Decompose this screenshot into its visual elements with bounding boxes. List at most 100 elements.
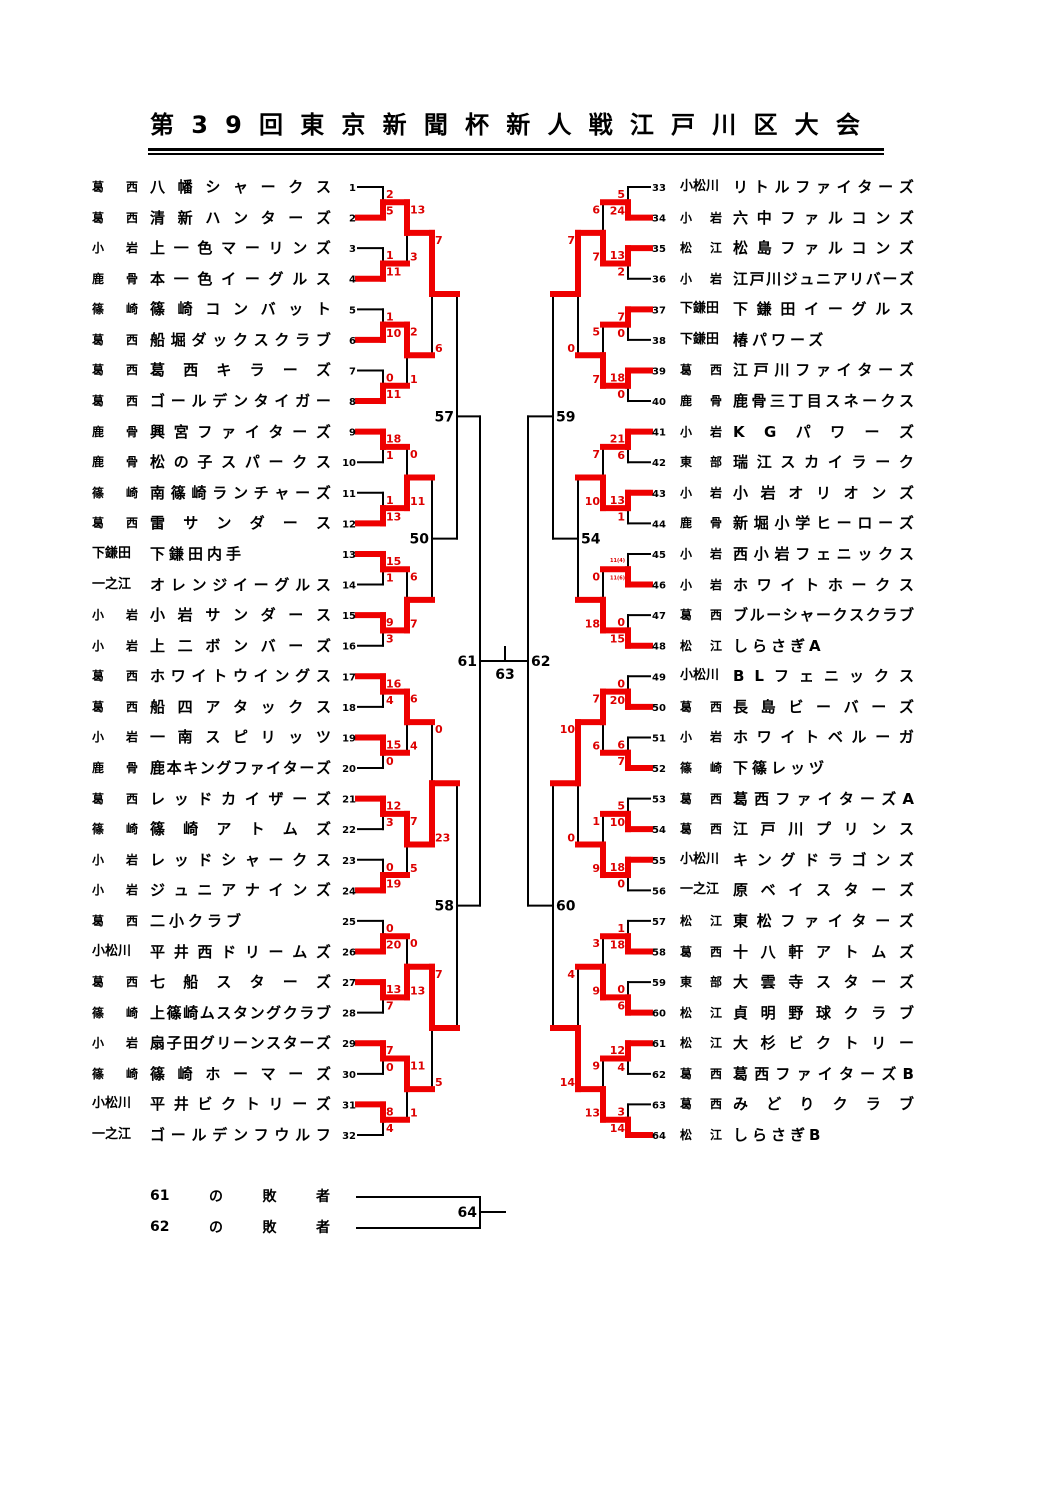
team-number: 12	[342, 519, 356, 530]
score-top: 13	[410, 203, 425, 216]
title-underline-thick	[148, 148, 884, 151]
team-region: 篠崎	[92, 302, 138, 317]
team-region: 一之江	[92, 576, 132, 592]
team-name: 八幡シャークス	[150, 178, 331, 196]
team-number: 20	[342, 764, 356, 775]
team-name: 葛西キラーズ	[150, 361, 331, 380]
score-bottom: 14	[560, 1076, 576, 1089]
team-name: 清新ハンターズ	[150, 208, 331, 227]
team-region: 一之江	[92, 1126, 132, 1142]
team-number: 30	[342, 1070, 356, 1081]
team-region: 葛西	[680, 699, 722, 714]
score-top: 6	[617, 738, 625, 751]
team-region: 葛西	[680, 791, 722, 806]
team-number: 59	[652, 978, 666, 989]
score-bottom: 9	[592, 984, 600, 997]
score-bottom: 18	[610, 939, 625, 952]
score-top: 21	[610, 433, 625, 446]
team-number: 55	[652, 856, 666, 867]
team-name: 六中ファルコンズ	[733, 208, 914, 227]
team-number: 9	[349, 428, 356, 439]
team-number: 37	[652, 305, 666, 316]
score-top: 7	[592, 693, 600, 706]
score-top: 5	[617, 188, 625, 201]
match-number: 50	[410, 532, 430, 548]
score-bottom: 0	[617, 877, 625, 890]
team-region: 小松川	[92, 943, 132, 959]
score-bottom: 24	[610, 205, 626, 218]
score-bottom: 4	[386, 1122, 394, 1135]
team-name: 椿パワーズ	[733, 330, 828, 349]
team-name: 江戸川ジュニアリバーズ	[733, 269, 914, 288]
team-name: 上篠崎ムスタングクラブ	[150, 1003, 331, 1022]
match-number: 59	[556, 409, 575, 425]
score-top: 0	[410, 937, 418, 950]
score-top: 7	[567, 234, 575, 247]
team-name: 上一色マーリンズ	[150, 239, 331, 258]
team-number: 47	[652, 611, 666, 622]
team-region: 葛西	[92, 669, 138, 684]
team-region: 小岩	[92, 730, 138, 745]
team-number: 62	[652, 1070, 666, 1081]
score-top: 0	[386, 861, 394, 874]
score-top: 6	[592, 203, 600, 216]
score-bottom: 10	[610, 816, 626, 829]
team-name: キングドラゴンズ	[733, 850, 914, 869]
score-top: 9	[592, 1060, 600, 1073]
score-bottom: 6	[592, 740, 600, 753]
team-number: 6	[349, 336, 356, 347]
score-bottom: 7	[386, 1000, 394, 1013]
score-top: 0	[617, 677, 625, 690]
score-bottom: 11	[386, 388, 401, 401]
team-name: ゴールデンフウルフ	[150, 1125, 331, 1144]
team-region: 鹿骨	[92, 761, 138, 776]
team-name: ホワイトウイングス	[150, 667, 331, 686]
score-bottom: 6	[617, 449, 625, 462]
match-number: 54	[581, 532, 601, 548]
team-number: 21	[342, 795, 356, 806]
score-bottom: 13	[585, 1107, 600, 1120]
team-name: 松の子スパークス	[150, 453, 331, 472]
score-top: 18	[386, 433, 401, 446]
team-name: 下鎌田内手	[150, 544, 246, 563]
score-bottom: 0	[567, 831, 575, 844]
team-name: 下篠レッヅ	[733, 759, 829, 778]
score-bottom: 0	[386, 1061, 394, 1074]
team-region: 小岩	[680, 485, 722, 500]
team-number: 48	[652, 642, 666, 653]
team-region: 松江	[680, 638, 722, 653]
team-name: ホワイトベルーガ	[733, 728, 914, 747]
team-number: 7	[349, 366, 356, 377]
team-region: 篠崎	[680, 761, 722, 776]
score-bottom: 9	[592, 862, 600, 875]
team-number: 24	[342, 886, 356, 897]
score-top: 4	[567, 968, 575, 981]
team-region: 松江	[680, 1005, 722, 1020]
score-bottom: 10	[585, 495, 601, 508]
team-name: ホワイトホークス	[733, 575, 914, 594]
score-top: 3	[592, 937, 600, 950]
team-region: 篠崎	[92, 485, 138, 500]
score-top: 16	[386, 677, 402, 690]
team-region: 葛西	[92, 913, 138, 928]
score-bottom: 4	[386, 694, 394, 707]
team-name: 本一色イーグルス	[150, 269, 331, 288]
team-number: 13	[342, 550, 356, 561]
team-name: 小岩オリオンズ	[733, 483, 914, 502]
score-bottom: 11	[386, 266, 401, 279]
team-name: オレンジイーグルス	[150, 575, 331, 594]
score-top: 15	[386, 738, 401, 751]
team-number: 1	[349, 183, 356, 194]
team-name: 扇子田グリーンスターズ	[150, 1034, 331, 1053]
team-number: 18	[342, 703, 356, 714]
score-bottom: 19	[386, 877, 401, 890]
team-name: 上二ボンバーズ	[150, 636, 331, 655]
team-region: 葛西	[680, 608, 722, 623]
team-number: 52	[652, 764, 666, 775]
team-region: 松江	[680, 1127, 722, 1142]
team-name: 七船スターズ	[150, 973, 331, 992]
match-number: 60	[556, 899, 576, 915]
score-bottom: 1	[410, 1107, 418, 1120]
team-region: 小岩	[680, 271, 722, 286]
